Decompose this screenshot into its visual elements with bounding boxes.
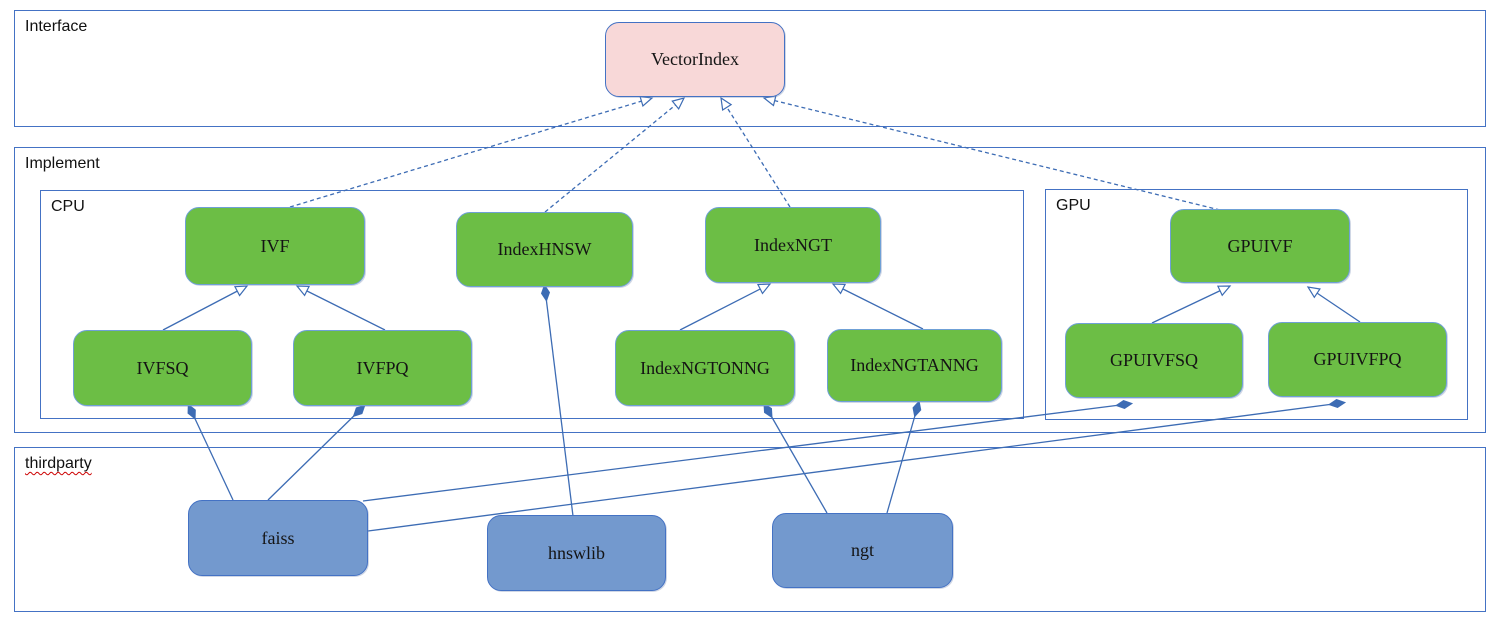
node-gpuivfpq[interactable]: GPUIVFPQ bbox=[1268, 322, 1447, 397]
container-thirdparty-label: thirdparty bbox=[25, 455, 92, 472]
container-gpu-label: GPU bbox=[1056, 197, 1091, 214]
node-indexngt-label: IndexNGT bbox=[754, 234, 832, 255]
edge-indexngt-vectorindex bbox=[720, 96, 791, 208]
node-gpuivf[interactable]: GPUIVF bbox=[1170, 209, 1350, 283]
edge-ngt-indexngtonng bbox=[766, 407, 828, 514]
node-faiss-label: faiss bbox=[261, 527, 295, 548]
edge-ivfpq-ivf bbox=[295, 285, 386, 331]
node-ngt[interactable]: ngt bbox=[772, 513, 953, 588]
edge-ivfsq-ivf bbox=[162, 285, 249, 331]
container-interface-label: Interface bbox=[25, 18, 88, 35]
edge-indexngtanng-indexngt bbox=[831, 283, 924, 330]
node-indexngtanng-label: IndexNGTANNG bbox=[850, 355, 979, 375]
edge-faiss-gpuivfpq bbox=[367, 403, 1341, 532]
node-indexhnsw[interactable]: IndexHNSW bbox=[456, 212, 633, 287]
node-hnswlib[interactable]: hnswlib bbox=[487, 515, 666, 591]
container-interface: Interface bbox=[14, 10, 1486, 127]
node-ivf-label: IVF bbox=[260, 235, 290, 256]
node-indexhnsw-label: IndexHNSW bbox=[497, 239, 592, 259]
edge-gpuivfpq-gpuivf bbox=[1306, 286, 1361, 323]
edge-gpuivf-vectorindex bbox=[762, 95, 1221, 211]
container-implement-label: Implement bbox=[25, 155, 100, 172]
node-ivf[interactable]: IVF bbox=[185, 207, 365, 285]
node-indexngtonng[interactable]: IndexNGTONNG bbox=[615, 330, 795, 406]
node-indexngtanng[interactable]: IndexNGTANNG bbox=[827, 329, 1002, 402]
node-indexngt[interactable]: IndexNGT bbox=[705, 207, 881, 283]
node-faiss[interactable]: faiss bbox=[188, 500, 368, 576]
node-gpuivfsq-label: GPUIVFSQ bbox=[1109, 350, 1199, 370]
edge-ngt-indexngtanng bbox=[886, 405, 918, 514]
node-ngt-label: ngt bbox=[850, 540, 874, 560]
node-indexngtonng-label: IndexNGTONNG bbox=[640, 357, 770, 378]
container-implement: Implement bbox=[14, 147, 1486, 433]
node-ivfpq[interactable]: IVFPQ bbox=[293, 330, 472, 406]
node-ivfsq[interactable]: IVFSQ bbox=[73, 330, 252, 406]
node-ivfsq-label: IVFSQ bbox=[136, 357, 189, 378]
node-vectorindex[interactable]: VectorIndex bbox=[605, 22, 785, 97]
node-vectorindex-label: VectorIndex bbox=[651, 49, 739, 69]
node-gpuivfsq[interactable]: GPUIVFSQ bbox=[1065, 323, 1243, 398]
container-thirdparty: thirdparty bbox=[14, 447, 1486, 612]
node-gpuivf-label: GPUIVF bbox=[1227, 235, 1293, 256]
edge-gpuivfsq-gpuivf bbox=[1151, 285, 1232, 324]
edge-faiss-ivfsq bbox=[190, 408, 234, 501]
edge-faiss-ivfpq bbox=[267, 408, 362, 501]
container-gpu: GPU bbox=[1045, 189, 1468, 420]
node-gpuivfpq-label: GPUIVFPQ bbox=[1313, 349, 1402, 369]
node-ivfpq-label: IVFPQ bbox=[356, 357, 409, 378]
edge-indexngtonng-indexngt bbox=[679, 283, 772, 331]
edge-faiss-gpuivfsq bbox=[362, 404, 1128, 502]
container-cpu-label: CPU bbox=[51, 198, 85, 215]
edge-ivf-vectorindex bbox=[289, 95, 654, 208]
node-hnswlib-label: hnswlib bbox=[547, 542, 605, 563]
edge-indexhnsw-vectorindex bbox=[544, 97, 686, 213]
container-cpu: CPU bbox=[40, 190, 1024, 419]
edge-hnswlib-indexhnsw bbox=[545, 289, 574, 517]
